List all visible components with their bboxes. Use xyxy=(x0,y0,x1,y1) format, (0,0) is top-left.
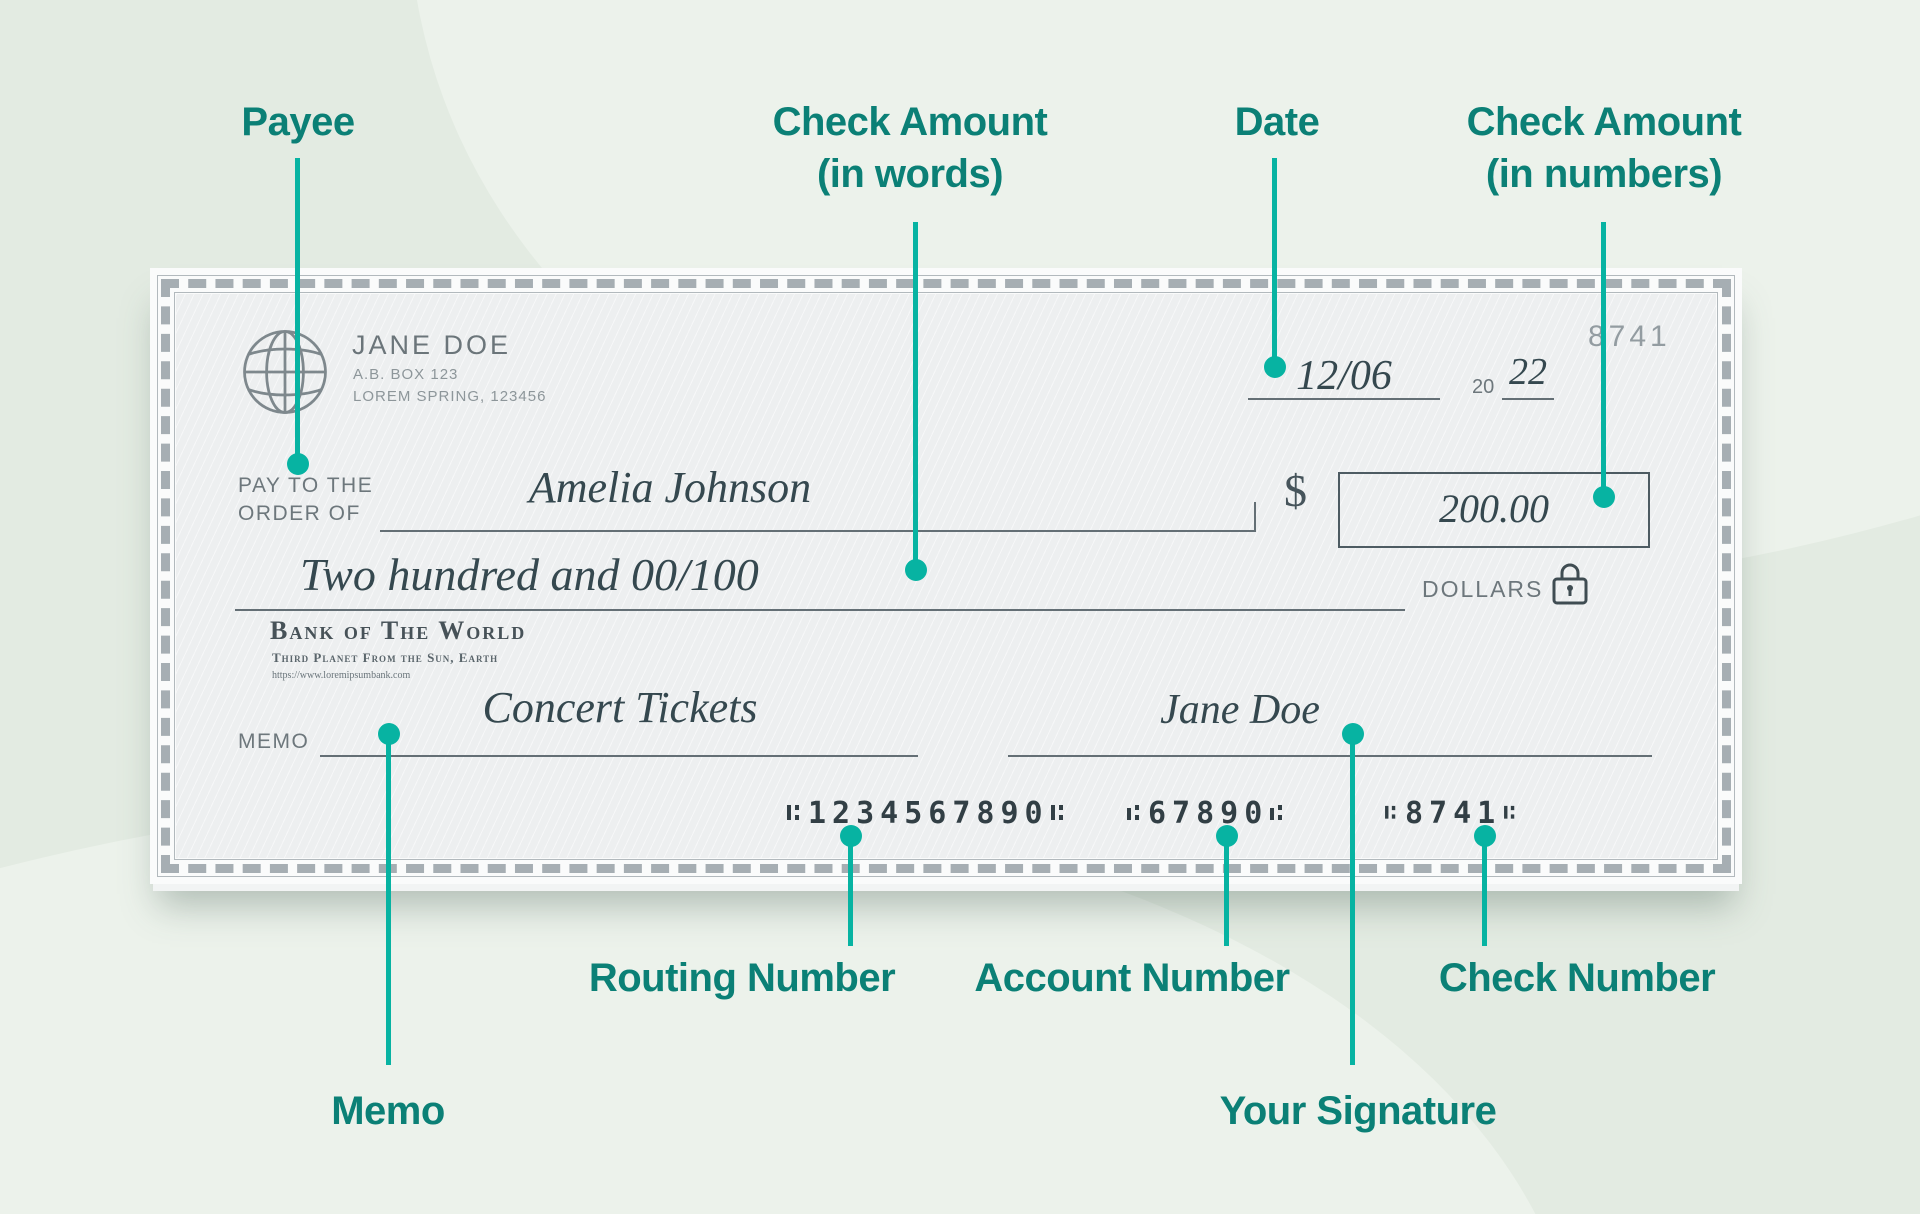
label-check-amount-words: Check Amount (in words) xyxy=(760,96,1060,200)
globe-icon xyxy=(239,326,331,418)
micr-routing-group: 1234567890 xyxy=(785,796,1072,832)
pointer-date xyxy=(1272,158,1277,367)
pointer-memo xyxy=(386,734,391,1065)
check-paper xyxy=(176,294,1716,858)
amount-value: 200.00 xyxy=(1439,486,1549,531)
dollars-label: DOLLARS xyxy=(1422,576,1544,602)
memo-value: Concert Tickets xyxy=(482,683,758,732)
label-check-amount-numbers-line1: Check Amount xyxy=(1466,100,1742,144)
micr-onus-symbol xyxy=(1127,799,1141,823)
label-your-signature: Your Signature xyxy=(1219,1089,1497,1133)
account-holder-name: JANE DOE xyxy=(352,330,512,360)
micr-onus-symbol xyxy=(1270,799,1284,823)
payee-line xyxy=(380,530,1256,532)
pay-to-label-line2: ORDER OF xyxy=(238,502,361,525)
date-century-prefix: 20 xyxy=(1472,376,1495,398)
micr-transit-symbol xyxy=(1050,799,1065,823)
pay-to-label-line1: PAY TO THE xyxy=(238,474,374,497)
micr-account-number: 67890 xyxy=(1148,796,1269,831)
amount-words-line xyxy=(235,609,1405,611)
pointer-payee xyxy=(295,158,300,464)
amount-box: 200.00 xyxy=(1338,472,1650,548)
memo-line xyxy=(320,755,918,757)
date-line xyxy=(1248,398,1440,400)
label-check-amount-words-line2: (in words) xyxy=(816,152,1004,196)
bank-url: https://www.loremipsumbank.com xyxy=(272,670,411,681)
payee-line-end-tick xyxy=(1254,502,1256,531)
micr-account-group: 67890 xyxy=(1125,796,1291,832)
check-border-outer xyxy=(157,275,1735,877)
pointer-check-number xyxy=(1482,836,1487,946)
account-holder-address2: LOREM SPRING, 123456 xyxy=(353,388,547,405)
pointer-account-number xyxy=(1224,836,1229,946)
check-border-pattern xyxy=(161,279,1731,873)
bank-name: Bank of The World xyxy=(270,616,527,645)
pointer-your-signature xyxy=(1350,734,1355,1065)
micr-dash-symbol xyxy=(1385,801,1397,821)
label-payee: Payee xyxy=(241,100,355,144)
micr-transit-symbol xyxy=(787,799,801,823)
micr-check-number-group: 8741 xyxy=(1382,796,1524,832)
label-routing-number: Routing Number xyxy=(588,956,896,1000)
signature-line xyxy=(1008,755,1652,757)
bank-tagline: Third Planet From the Sun, Earth xyxy=(272,650,499,665)
date-year-line xyxy=(1502,398,1554,400)
signature-value: Jane Doe xyxy=(1160,687,1320,733)
pointer-routing-number xyxy=(848,836,853,946)
payee-name: Amelia Johnson xyxy=(528,463,812,512)
micr-dash-symbol xyxy=(1504,801,1516,821)
memo-label: MEMO xyxy=(238,730,310,753)
amount-words-value: Two hundred and 00/100 xyxy=(300,549,759,600)
label-account-number: Account Number xyxy=(974,956,1290,1000)
date-year: 22 xyxy=(1509,351,1547,393)
label-memo: Memo xyxy=(331,1089,445,1133)
label-check-amount-words-line1: Check Amount xyxy=(772,100,1048,144)
lock-icon xyxy=(1550,558,1590,608)
check-document: JANE DOE A.B. BOX 123 LOREM SPRING, 1234… xyxy=(150,268,1742,884)
account-holder-address1: A.B. BOX 123 xyxy=(353,366,459,383)
label-check-amount-numbers: Check Amount (in numbers) xyxy=(1452,96,1756,200)
dollar-sign: $ xyxy=(1284,465,1307,516)
label-check-number: Check Number xyxy=(1438,956,1716,1000)
pointer-amount-numbers xyxy=(1601,222,1606,497)
label-check-amount-numbers-line2: (in numbers) xyxy=(1485,152,1723,196)
pointer-amount-words xyxy=(913,222,918,570)
check-border-inner xyxy=(174,292,1718,860)
date-value: 12/06 xyxy=(1296,353,1392,399)
label-date: Date xyxy=(1234,100,1320,144)
